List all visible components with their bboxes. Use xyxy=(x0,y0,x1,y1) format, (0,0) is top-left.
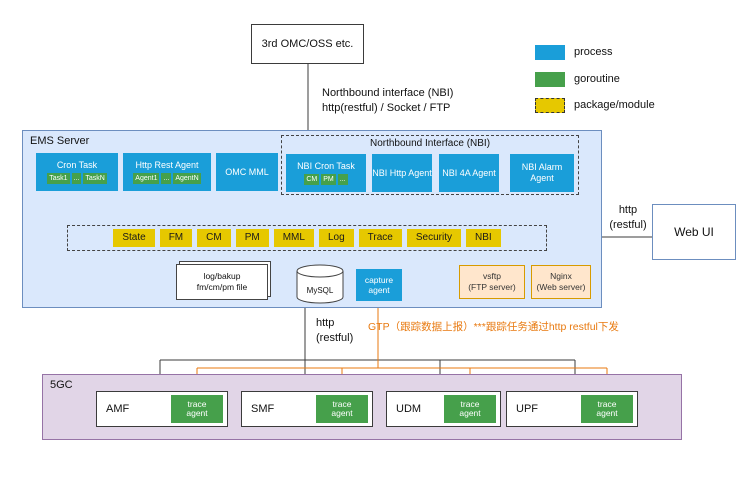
agent1-chip: Agent1 xyxy=(133,173,160,184)
module-trace: Trace xyxy=(358,229,402,247)
nginx-line2: (Web server) xyxy=(536,282,586,292)
http-rest-agent-label: Http Rest Agent xyxy=(135,160,199,170)
capture-agent-line1: capture xyxy=(364,275,394,285)
udm-label: UDM xyxy=(396,403,422,415)
gtp-note: GTP（跟踪数据上报）***跟踪任务通过http restful下发 xyxy=(368,321,619,333)
http-restful-right-label: http (restful) xyxy=(604,203,652,233)
trace-agent-line2: agent xyxy=(459,408,481,418)
nf-box-udm: UDM trace agent xyxy=(386,391,501,427)
omc-oss-box: 3rd OMC/OSS etc. xyxy=(251,24,364,64)
nginx-line1: Nginx xyxy=(550,271,572,281)
ems-server-container: EMS Server Cron Task Task1 ... TaskN Htt… xyxy=(22,130,602,308)
vsftp-server-box: vsftp (FTP server) xyxy=(459,265,525,299)
task-ellipsis-chip: ... xyxy=(71,173,82,184)
task1-chip: Task1 xyxy=(47,173,70,184)
module-pm: PM xyxy=(235,229,269,247)
nbi-note-line2: http(restful) / Socket / FTP xyxy=(322,102,451,114)
trace-agent-line2: agent xyxy=(596,408,618,418)
omc-mml-label: OMC MML xyxy=(225,166,269,177)
trace-agent-box-upf: trace agent xyxy=(581,395,633,423)
fivegc-title: 5GC xyxy=(50,379,73,391)
cm-chip: CM xyxy=(304,174,320,185)
omc-mml-box: OMC MML xyxy=(216,153,278,191)
cron-task-box: Cron Task Task1 ... TaskN xyxy=(36,153,118,191)
module-security: Security xyxy=(406,229,461,247)
nbi-interface-note: Northbound interface (NBI) http(restful)… xyxy=(322,86,453,116)
http-down-line1: http xyxy=(316,317,335,329)
module-nbi: NBI xyxy=(465,229,501,247)
trace-agent-line1: trace xyxy=(332,398,352,409)
http-rest-agent-subtasks: Agent1 ... AgentN xyxy=(133,173,201,184)
legend-label-package: package/module xyxy=(574,99,655,111)
nbi-http-agent-label: NBI Http Agent xyxy=(372,167,432,178)
module-fm: FM xyxy=(159,229,193,247)
process-swatch xyxy=(535,44,565,60)
trace-agent-box-smf: trace agent xyxy=(316,395,368,423)
omc-oss-label: 3rd OMC/OSS etc. xyxy=(261,38,354,50)
trace-agent-line1: trace xyxy=(187,398,207,409)
http-rest-agent-box: Http Rest Agent Agent1 ... AgentN xyxy=(123,153,211,191)
log-file-box: log/bakup fm/cm/pm file xyxy=(176,264,268,300)
trace-agent-line2: agent xyxy=(331,408,353,418)
trace-agent-line2: agent xyxy=(186,408,208,418)
trace-agent-line1: trace xyxy=(460,398,480,409)
legend-label-process: process xyxy=(574,46,613,58)
log-file-line1: log/bakup xyxy=(203,271,241,281)
cron-task-label: Cron Task xyxy=(56,160,98,170)
web-ui-box: Web UI xyxy=(652,204,736,260)
upf-label: UPF xyxy=(516,403,538,415)
legend-item-package: package/module xyxy=(535,97,655,113)
mysql-label: MySQL xyxy=(307,286,334,295)
trace-agent-box-udm: trace agent xyxy=(444,395,496,423)
mysql-cylinder: MySQL xyxy=(296,263,344,305)
http-right-line1: http xyxy=(618,204,638,216)
legend-item-goroutine: goroutine xyxy=(535,71,620,87)
vsftp-line1: vsftp xyxy=(483,271,501,281)
nbi-cron-task-subtasks: CM PM ... xyxy=(304,174,348,185)
http-right-line2: (restful) xyxy=(609,219,647,231)
legend-label-goroutine: goroutine xyxy=(574,73,620,85)
agent-ellipsis-chip: ... xyxy=(161,173,172,184)
http-restful-down-label: http (restful) xyxy=(316,316,353,346)
http-down-line2: (restful) xyxy=(316,332,354,344)
capture-agent-line2: agent xyxy=(368,285,390,295)
web-ui-label: Web UI xyxy=(674,225,714,239)
nbi-http-agent-box: NBI Http Agent xyxy=(372,154,432,192)
pm-chip: PM xyxy=(321,174,336,185)
nf-box-smf: SMF trace agent xyxy=(241,391,373,427)
nbi-cron-task-box: NBI Cron Task CM PM ... xyxy=(286,154,366,192)
vsftp-line2: (FTP server) xyxy=(468,282,516,292)
nf-box-upf: UPF trace agent xyxy=(506,391,638,427)
trace-agent-line1: trace xyxy=(597,398,617,409)
legend-item-process: process xyxy=(535,44,613,60)
taskN-chip: TaskN xyxy=(83,173,107,184)
module-state: State xyxy=(113,229,155,247)
modules-bar: State FM CM PM MML Log Trace Security NB… xyxy=(67,225,547,251)
module-mml: MML xyxy=(273,229,314,247)
cron-task-subtasks: Task1 ... TaskN xyxy=(47,173,107,184)
log-file-line2: fm/cm/pm file xyxy=(196,282,248,292)
capture-agent-box: capture agent xyxy=(356,269,402,301)
nbi-group: Northbound Interface (NBI) NBI Cron Task… xyxy=(281,135,579,195)
nbi-4a-agent-label: NBI 4A Agent xyxy=(442,167,496,178)
nf-box-amf: AMF trace agent xyxy=(96,391,228,427)
nbi-alarm-agent-label: NBI Alarm Agent xyxy=(521,162,563,183)
module-log: Log xyxy=(318,229,354,247)
nbi-alarm-agent-box: NBI Alarm Agent xyxy=(510,154,574,192)
nbi-group-title: Northbound Interface (NBI) xyxy=(369,138,491,149)
nbi-4a-agent-box: NBI 4A Agent xyxy=(439,154,499,192)
module-cm: CM xyxy=(197,229,231,247)
nbi-cron-task-label: NBI Cron Task xyxy=(297,161,355,171)
nginx-server-box: Nginx (Web server) xyxy=(531,265,591,299)
amf-label: AMF xyxy=(106,403,130,415)
package-swatch xyxy=(535,97,565,113)
goroutine-swatch xyxy=(535,71,565,87)
nbi-note-line1: Northbound interface (NBI) xyxy=(322,87,454,99)
smf-label: SMF xyxy=(251,403,275,415)
ems-server-title: EMS Server xyxy=(30,135,90,147)
agentN-chip: AgentN xyxy=(173,173,201,184)
trace-agent-box-amf: trace agent xyxy=(171,395,223,423)
nbi-ellipsis-chip: ... xyxy=(337,174,348,185)
fivegc-container: 5GC AMF trace agent SMF trace agent UDM … xyxy=(42,374,682,440)
